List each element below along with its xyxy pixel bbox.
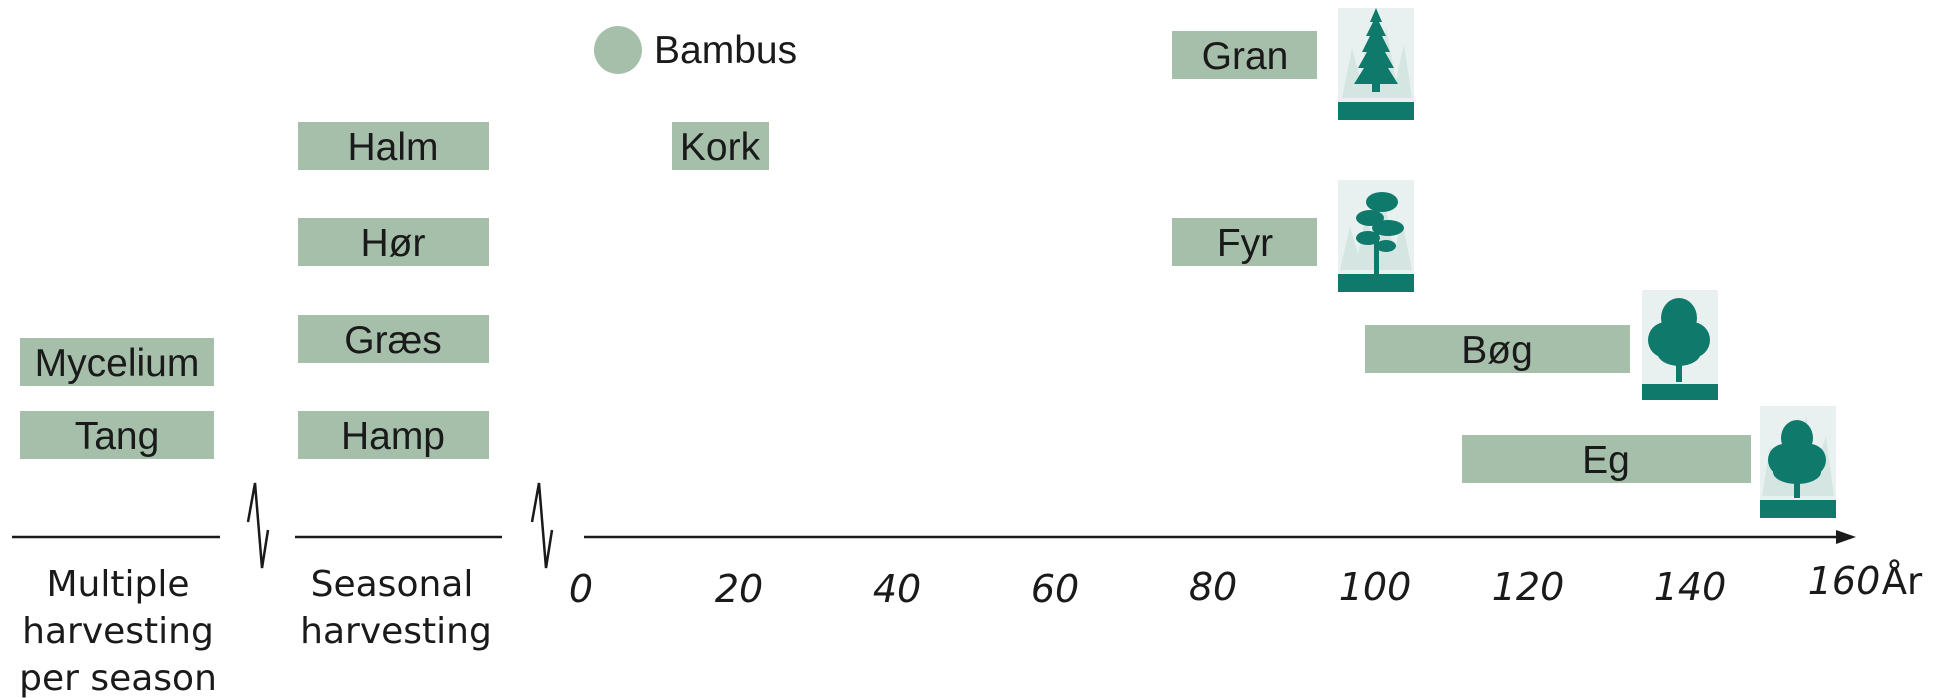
tick-0: 0 [569,567,593,611]
label-fyr: Fyr [1217,222,1273,265]
label-bog: Bøg [1461,329,1533,372]
caption-multiple-harvesting: Multiple harvesting per season [19,564,217,698]
bar-halm: Halm [298,122,489,170]
caption-seasonal-line-2: harvesting [300,611,492,652]
label-tang: Tang [75,415,160,458]
caption-multiple-line-1: Multiple [47,564,190,605]
bar-fyr: Fyr [1172,218,1317,266]
bar-mycelium: Mycelium [20,338,214,386]
caption-seasonal-line-1: Seasonal [311,564,474,605]
tick-120: 120 [1492,565,1565,609]
tick-100: 100 [1339,565,1412,609]
axis-unit-label: År [1882,559,1923,603]
conifer-icon [1338,8,1414,120]
label-bambus: Bambus [654,29,797,72]
axis-break-1 [246,482,270,569]
time-axis-ticks: 0 20 40 60 80 100 120 140 160 År [569,559,1923,611]
deciduous-tree-icon [1642,290,1718,400]
caption-multiple-line-2: harvesting [22,611,214,652]
bar-eg: Eg [1462,435,1751,483]
oak-tree-icon [1760,406,1836,518]
bar-bog: Bøg [1365,325,1630,373]
label-eg: Eg [1582,439,1630,482]
label-hamp: Hamp [341,415,445,458]
bambus-dot [594,26,642,74]
label-kork: Kork [680,126,761,169]
bar-kork: Kork [672,122,769,170]
tick-40: 40 [873,567,921,611]
caption-multiple-line-3: per season [19,658,217,698]
caption-seasonal-harvesting: Seasonal harvesting [300,564,492,652]
tick-160: 160 [1808,559,1881,603]
label-halm: Halm [347,126,438,169]
bar-tang: Tang [20,411,214,459]
tick-140: 140 [1654,565,1727,609]
label-graes: Græs [344,319,442,362]
label-mycelium: Mycelium [35,342,200,385]
time-axis [584,530,1856,544]
pine-icon [1338,180,1414,292]
bar-hor: Hør [298,218,489,266]
bar-gran: Gran [1172,31,1317,79]
label-hor: Hør [361,222,426,265]
tick-80: 80 [1189,565,1237,609]
bar-graes: Græs [298,315,489,363]
tick-60: 60 [1031,567,1079,611]
label-gran: Gran [1202,35,1289,78]
axis-break-2 [530,482,554,569]
bar-hamp: Hamp [298,411,489,459]
marker-bambus: Bambus [594,26,797,74]
tick-20: 20 [715,567,763,611]
